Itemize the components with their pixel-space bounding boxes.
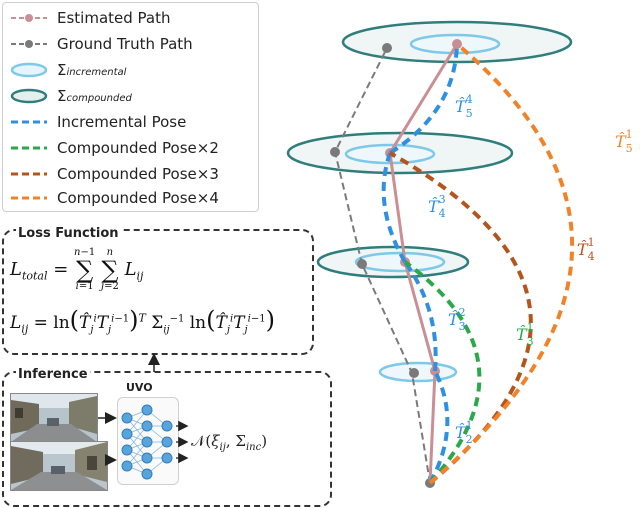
pair-loss-equation: Lij = ln(T̂jiTji−1)T Σij−1 ln(T̂jiTji−1): [10, 306, 275, 336]
legend-label: Compounded Pose×3: [57, 165, 219, 183]
loss-function-box: Loss Function: [2, 226, 314, 355]
sigma-subscript: compounded: [66, 93, 132, 104]
ground-truth-path-swatch: [11, 40, 47, 48]
total-loss-equation: Ltotal = n−1 ∑ i=1 n ∑ j=2 Lij: [10, 247, 144, 292]
legend-item-compounded-pose-2: Compounded Pose×2: [3, 135, 258, 161]
loss-function-title: Loss Function: [16, 226, 121, 241]
compounded-pose-2-swatch: [11, 146, 47, 150]
gaussian-output-expression: 𝒩(ξij, Σinc): [191, 432, 268, 453]
pose-label-t54: T̂54: [455, 93, 473, 120]
incremental-pose-4-5: [388, 43, 459, 155]
legend-label: Compounded Pose×4: [57, 189, 219, 207]
pose-label-t21: T̂21: [455, 419, 473, 446]
sigma-symbol: Σ: [57, 61, 67, 79]
pose-label-t41: T̂41: [577, 236, 595, 263]
sigma-subscript: incremental: [66, 67, 127, 78]
compounded-pose-4-swatch: [11, 196, 47, 200]
legend-item-compounded-pose-3: Compounded Pose×3: [3, 161, 258, 187]
sigma-incremental-swatch: [10, 62, 48, 78]
legend-item-sigma-incremental: Σincremental: [3, 57, 258, 83]
pose-label-t43: T̂43: [428, 193, 446, 220]
legend-label: Σcompounded: [57, 87, 132, 105]
input-image-frame-1: [10, 393, 98, 443]
legend-label: Incremental Pose: [57, 113, 187, 131]
street-image-2: [11, 442, 107, 490]
pose-label-t51: T̂51: [615, 128, 633, 155]
legend-label: Σincremental: [57, 61, 126, 79]
legend-item-ground-truth-path: Ground Truth Path: [3, 31, 258, 57]
legend-label: Estimated Path: [57, 9, 171, 27]
incremental-pose-1-2: [428, 370, 450, 484]
legend-label: Ground Truth Path: [57, 35, 193, 53]
legend: Estimated Path Ground Truth Path Σincrem…: [2, 2, 259, 212]
inference-title: Inference: [16, 367, 90, 382]
incremental-pose-swatch: [11, 120, 47, 124]
sigma-compounded-swatch: [10, 88, 48, 104]
incremental-pose-curves: [381, 43, 459, 484]
estimated-path-swatch: [11, 14, 47, 22]
legend-item-estimated-path: Estimated Path: [3, 5, 258, 31]
pose-label-t32: T̂32: [448, 306, 466, 333]
street-image-1: [11, 394, 97, 442]
legend-label: Compounded Pose×2: [57, 139, 219, 157]
compounded-pose-3-curve: [389, 151, 533, 485]
legend-item-incremental-pose: Incremental Pose: [3, 109, 258, 135]
legend-item-compounded-pose-4: Compounded Pose×4: [3, 185, 258, 211]
sigma-symbol: Σ: [57, 87, 67, 105]
compounded-pose-3-swatch: [11, 172, 47, 176]
compounded-pose-4-curve: [428, 42, 575, 485]
input-image-frame-2: [10, 441, 108, 491]
pose-label-t31: T̂31: [516, 321, 534, 348]
uvo-label: UVO: [126, 381, 153, 394]
legend-item-sigma-compounded: Σcompounded: [3, 83, 258, 109]
